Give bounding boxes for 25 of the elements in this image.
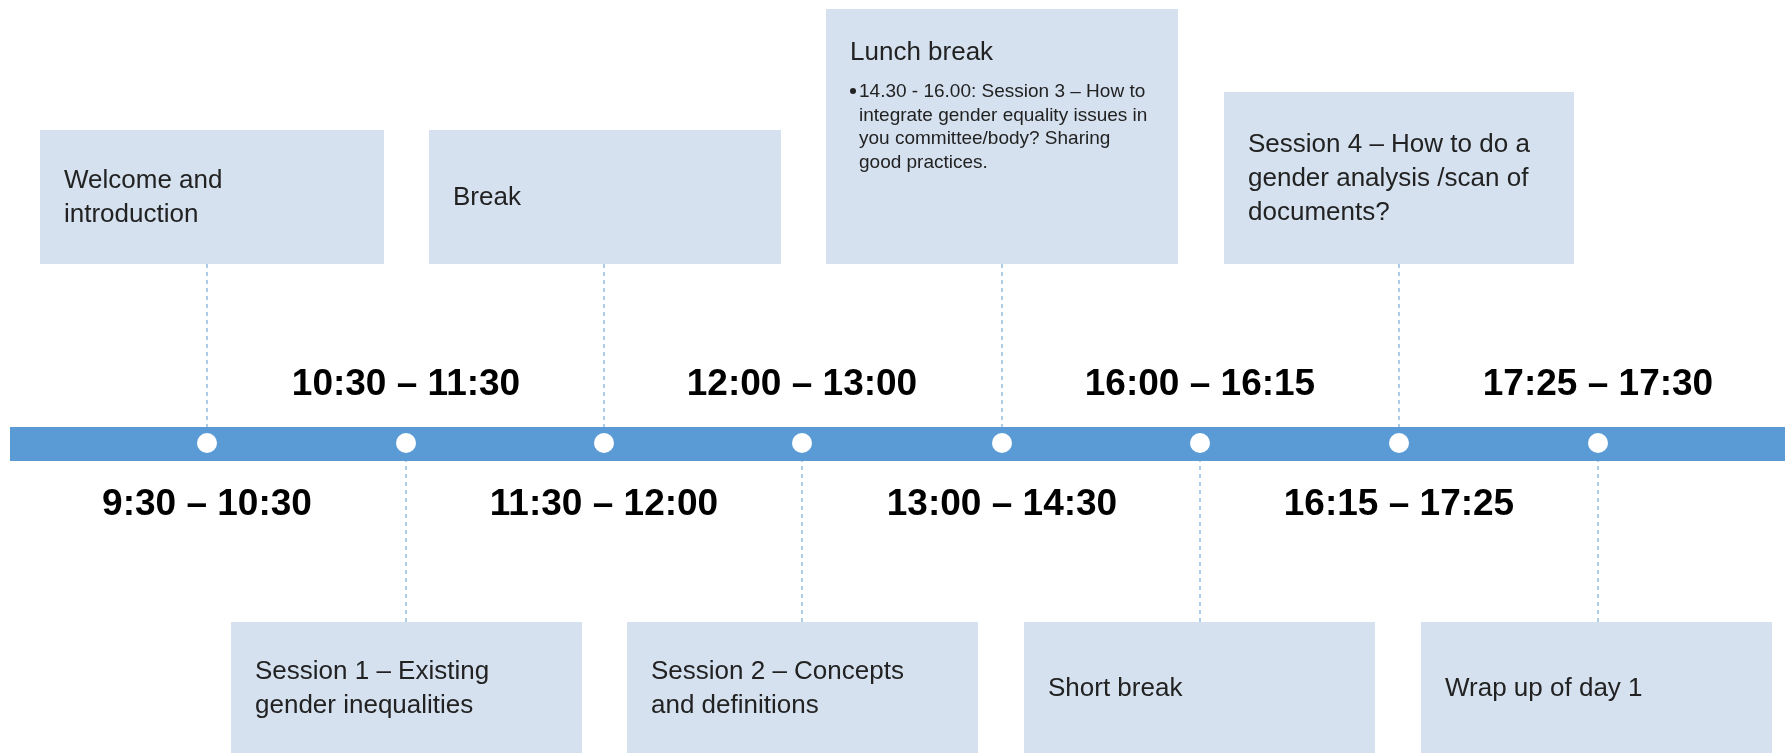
time-label: 16:15 – 17:25: [1283, 484, 1515, 521]
event-box: [826, 9, 1178, 264]
event-title: Lunch break: [850, 35, 995, 68]
event-box: [40, 130, 384, 264]
event-title: Session 1 – Existing gender inequalities: [255, 653, 491, 721]
time-label: 13:00 – 14:30: [886, 484, 1118, 521]
event-title: Wrap up of day 1: [1445, 670, 1644, 704]
event-box: [1224, 92, 1574, 264]
time-label: 9:30 – 10:30: [102, 484, 312, 521]
event-title: Break: [453, 180, 522, 214]
event-box: [1024, 622, 1375, 753]
event-box: [231, 622, 582, 753]
time-label: 17:25 – 17:30: [1482, 364, 1714, 401]
event-box: [1421, 622, 1772, 753]
time-label: 12:00 – 13:00: [686, 364, 918, 401]
event-title: Session 2 – Concepts and definitions: [651, 653, 905, 721]
event-title: Session 4 – How to do a gender analysis /scan of documents?: [1248, 127, 1531, 228]
time-label: 11:30 – 12:00: [489, 484, 719, 521]
event-box: [429, 130, 781, 264]
event-title: Welcome and introduction: [64, 163, 224, 230]
event-box: [627, 622, 978, 753]
time-label: 16:00 – 16:15: [1084, 364, 1316, 401]
event-description: 14.30 - 16.00: Session 3 – How to integrate gender equality issues in you committee/body? Sharing good practices.: [859, 78, 1149, 174]
event-title: Short break: [1048, 670, 1184, 704]
time-label: 10:30 – 11:30: [291, 364, 521, 401]
